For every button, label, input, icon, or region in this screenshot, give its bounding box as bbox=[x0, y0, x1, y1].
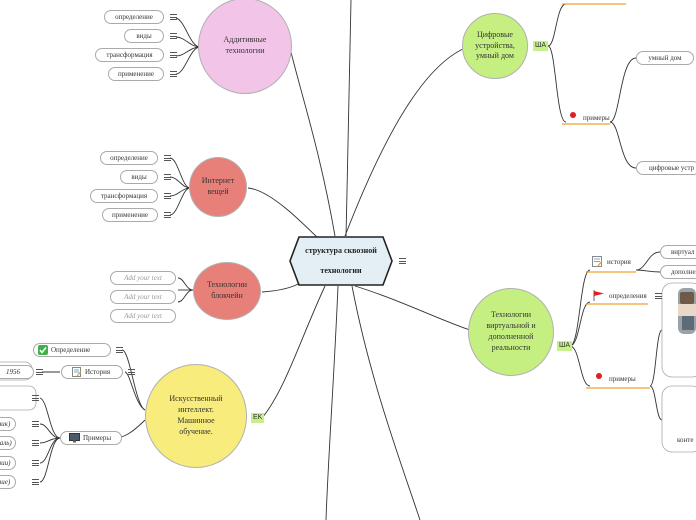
additive-definition-pill[interactable]: определение bbox=[104, 10, 164, 24]
additive-title: Аддитивные технологии bbox=[223, 35, 267, 55]
vr-history-sub-pill[interactable]: дополне bbox=[660, 265, 696, 279]
menu-icon[interactable] bbox=[32, 460, 39, 466]
menu-icon[interactable] bbox=[116, 347, 123, 353]
blockchain-node[interactable]: Технологии блокчейн bbox=[193, 262, 261, 320]
ai-example-pill[interactable]: нии) bbox=[0, 456, 16, 470]
ai-title-line: интеллект. bbox=[178, 405, 214, 415]
ai-history-pill[interactable]: История bbox=[61, 365, 123, 379]
additive-application-pill[interactable]: применение bbox=[108, 67, 164, 81]
iot-types-pill[interactable]: виды bbox=[120, 170, 158, 184]
central-topic-shape[interactable] bbox=[289, 236, 393, 286]
menu-icon[interactable] bbox=[170, 71, 177, 77]
menu-icon[interactable] bbox=[655, 293, 662, 299]
vr-headset-photo bbox=[678, 288, 696, 334]
digital-tag[interactable]: ША bbox=[533, 41, 549, 51]
vr-example-caption: конте bbox=[677, 436, 694, 444]
menu-icon[interactable] bbox=[164, 212, 171, 218]
ai-title-line: Машинное bbox=[177, 416, 215, 425]
menu-icon[interactable] bbox=[32, 395, 39, 401]
iot-title-line2: вещей bbox=[207, 187, 229, 196]
ai-definition-pill[interactable]: Определение bbox=[33, 343, 111, 357]
iot-application-pill[interactable]: применение bbox=[102, 208, 158, 222]
vr-examples-label[interactable]: примеры bbox=[609, 375, 636, 383]
ai-tag[interactable]: EK bbox=[251, 413, 265, 423]
ai-example-pill[interactable]: ние) bbox=[0, 475, 16, 489]
menu-icon[interactable] bbox=[164, 193, 171, 199]
central-topic-line1: структура сквозной bbox=[305, 246, 377, 255]
menu-icon[interactable] bbox=[32, 421, 39, 427]
menu-icon[interactable] bbox=[170, 33, 177, 39]
menu-icon[interactable] bbox=[32, 479, 39, 485]
menu-icon[interactable] bbox=[164, 155, 171, 161]
menu-icon[interactable] bbox=[170, 52, 177, 58]
menu-icon[interactable] bbox=[32, 440, 39, 446]
red-flag-icon bbox=[593, 290, 604, 301]
ai-example-pill[interactable]: наль) bbox=[0, 436, 16, 450]
iot-definition-pill[interactable]: определение bbox=[100, 151, 158, 165]
iot-title-line1: Интернет bbox=[201, 176, 235, 186]
blockchain-item-pill[interactable]: Add your text bbox=[110, 309, 176, 323]
note-icon bbox=[592, 256, 603, 267]
digital-devices-node[interactable]: Цифровые устройства, умный дом bbox=[462, 13, 528, 79]
digital-title-line: устройства, bbox=[475, 40, 515, 50]
vr-history-sub-pill[interactable]: виртуал bbox=[660, 245, 696, 259]
blockchain-item-pill[interactable]: Add your text bbox=[110, 271, 176, 285]
iot-transformation-pill[interactable]: трансформация bbox=[90, 189, 158, 203]
bullet-icon bbox=[570, 112, 576, 118]
menu-icon[interactable] bbox=[128, 369, 135, 375]
vr-tag[interactable]: ША bbox=[557, 341, 573, 351]
digital-examples-label[interactable]: примеры bbox=[583, 114, 610, 122]
additive-types-pill[interactable]: виды bbox=[124, 29, 164, 43]
central-topic-line2: технологии bbox=[320, 266, 362, 275]
ai-title-line: Искусственный bbox=[169, 394, 223, 404]
additive-transformation-pill[interactable]: трансформация bbox=[95, 48, 164, 62]
iot-node[interactable]: Интернет вещей bbox=[189, 157, 247, 217]
menu-icon[interactable] bbox=[170, 14, 177, 20]
additive-technologies-node[interactable]: Аддитивные технологии bbox=[198, 0, 292, 94]
vr-title-line: реальности bbox=[491, 342, 531, 352]
menu-icon[interactable] bbox=[164, 174, 171, 180]
ai-examples-pill[interactable]: Примеры bbox=[60, 431, 122, 445]
central-menu-icon[interactable] bbox=[399, 258, 406, 264]
vr-title-line: Технологии bbox=[490, 310, 532, 320]
ai-title-line: обучение. bbox=[179, 426, 213, 436]
checkmark-icon bbox=[38, 345, 48, 355]
vr-definition-label[interactable]: определения bbox=[609, 292, 647, 300]
smart-home-pill[interactable]: умный дом bbox=[636, 51, 694, 65]
vr-title-line: дополненной bbox=[488, 332, 534, 341]
blockchain-item-pill[interactable]: Add your text bbox=[110, 290, 176, 304]
ai-node[interactable]: Искусственный интеллект. Машинное обучен… bbox=[145, 364, 247, 468]
blockchain-title-line2: блокчейн bbox=[211, 291, 243, 300]
ai-history-year-pill[interactable]: 1956 bbox=[0, 365, 34, 379]
note-icon bbox=[72, 367, 81, 377]
monitor-icon bbox=[69, 433, 80, 443]
blockchain-title-line1: Технологии bbox=[206, 280, 248, 290]
bullet-icon bbox=[596, 373, 602, 379]
ai-example-pill[interactable]: ник) bbox=[0, 417, 16, 431]
digital-title-line: умный дом bbox=[476, 51, 514, 61]
vr-history-label[interactable]: история bbox=[607, 258, 631, 266]
digital-title-line: Цифровые bbox=[477, 29, 513, 39]
menu-icon[interactable] bbox=[36, 369, 43, 375]
vr-ar-node[interactable]: Технологии виртуальной и дополненной реа… bbox=[468, 288, 554, 376]
vr-title-line: виртуальной и bbox=[486, 321, 536, 331]
digital-devices-pill[interactable]: цифровые устр bbox=[636, 161, 696, 175]
